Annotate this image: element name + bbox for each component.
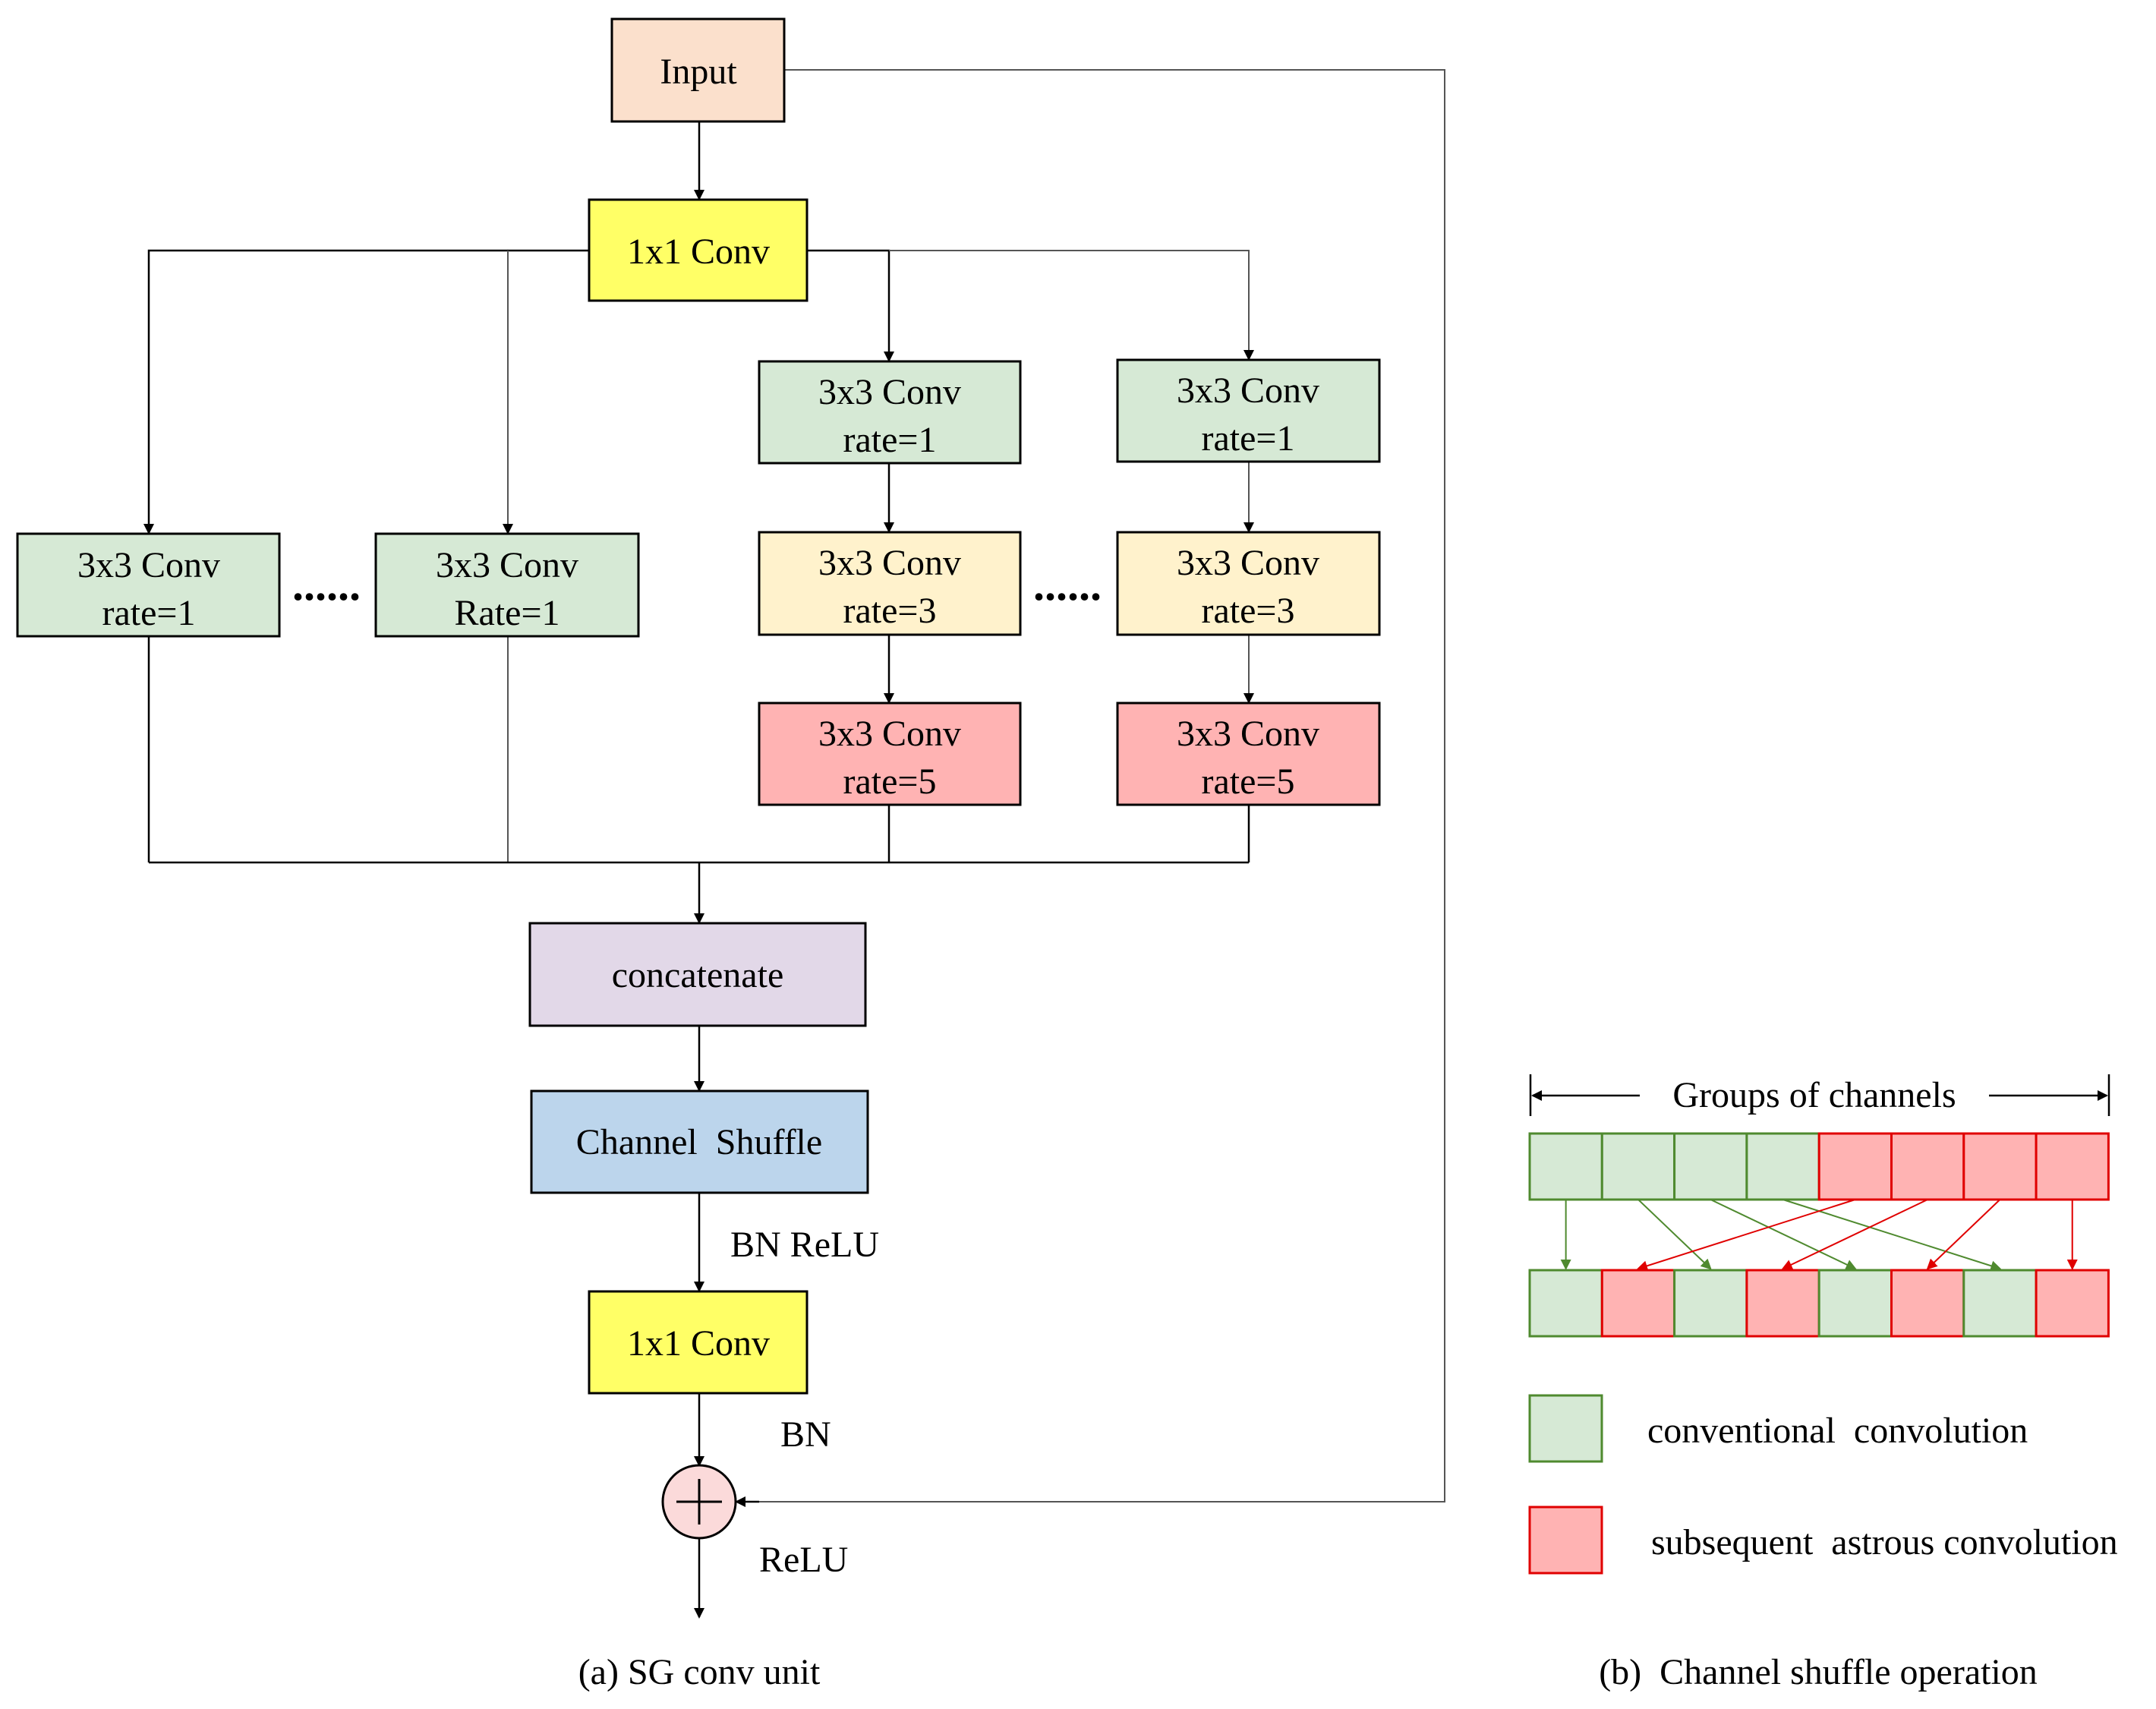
right-branch-2-rate5-label: 3x3 Conv	[1177, 714, 1319, 754]
right-branch-1-rate1-value: rate=1	[843, 420, 937, 460]
left-ellipsis: ......	[292, 560, 361, 610]
right-branch-2-rate1-box	[1116, 358, 1381, 463]
conv1x1-top-node: 1x1 Conv	[588, 198, 808, 302]
top-row-cell-3	[1673, 1132, 1748, 1201]
right-branch-2-rate1-value: rate=1	[1202, 418, 1295, 459]
shuffle-arrow-6	[1781, 1199, 1928, 1270]
right-branch-1-rate5-box	[758, 702, 1022, 806]
channel-shuffle-label: Channel Shuffle	[576, 1122, 822, 1162]
bn-relu-label: BN ReLU	[730, 1225, 879, 1265]
channel-shuffle-node: Channel Shuffle	[530, 1089, 869, 1194]
conv1x1-bottom-label: 1x1 Conv	[627, 1323, 770, 1364]
right-branch-1-rate5-label: 3x3 Conv	[818, 714, 961, 754]
arrow-to-left-branch-1	[143, 249, 589, 534]
top-row-cell-6	[1890, 1132, 1965, 1201]
shuffle-arrow-3	[1710, 1199, 1857, 1270]
shuffle-arrow-2	[1637, 1199, 1712, 1270]
panel-b: Groups of channels conventional convolut…	[1528, 1074, 2118, 1692]
left-branch-1-box	[16, 532, 281, 638]
top-row-cell-4	[1745, 1132, 1820, 1201]
left-branch-2-box	[374, 532, 640, 638]
left-branch-2-rate: Rate=1	[454, 593, 559, 633]
panel-a-connectors	[143, 69, 1445, 1619]
right-branch-2-rate3-box	[1116, 531, 1381, 636]
left-branch-1: 3x3 Conv rate=1	[16, 532, 281, 638]
concatenate-node: concatenate	[528, 922, 867, 1027]
right-branch-2: 3x3 Conv rate=1 3x3 Conv rate=3 3x3 Conv…	[1116, 358, 1381, 806]
right-branch-1-rate3-box	[758, 531, 1022, 636]
top-row-cell-5	[1817, 1132, 1893, 1201]
arrow-to-right-branch-2	[889, 250, 1254, 361]
top-row-cell-1	[1528, 1132, 1603, 1201]
right-branch-1-rate5-value: rate=5	[843, 761, 937, 802]
right-branch-1: 3x3 Conv rate=1 3x3 Conv rate=3 3x3 Conv…	[758, 360, 1022, 806]
bottom-row-cell-2	[1600, 1269, 1676, 1338]
right-branch-2-rate5-value: rate=5	[1202, 761, 1295, 802]
right-branch-2-rate3-label: 3x3 Conv	[1177, 543, 1319, 583]
right-ellipsis: ......	[1033, 560, 1102, 610]
top-row-cell-2	[1600, 1132, 1676, 1201]
legend-green-label: conventional convolution	[1647, 1411, 2028, 1451]
conv1x1-bottom-box	[588, 1290, 808, 1395]
right-branch-2-rate3-value: rate=3	[1202, 591, 1295, 631]
right-branch-1-rate1-label: 3x3 Conv	[818, 372, 961, 412]
bottom-row-cell-1	[1528, 1269, 1603, 1338]
bottom-row-cell-5	[1817, 1269, 1893, 1338]
channel-groups-bottom-row	[1528, 1269, 2110, 1338]
legend-green-swatch	[1528, 1394, 1603, 1463]
left-branch-2: 3x3 Conv Rate=1	[374, 532, 640, 638]
bottom-row-cell-7	[1962, 1269, 2038, 1338]
groups-label: Groups of channels	[1672, 1075, 1956, 1115]
input-node: Input	[610, 17, 786, 123]
concatenate-label: concatenate	[612, 955, 784, 995]
legend-red-swatch	[1528, 1506, 1603, 1575]
legend-red-label: subsequent astrous convolution	[1651, 1522, 2118, 1562]
top-row-cell-7	[1962, 1132, 2038, 1201]
channel-groups-top-row	[1528, 1132, 2110, 1201]
conv1x1-bottom-node: 1x1 Conv	[588, 1290, 808, 1395]
shuffle-arrow-4	[1782, 1199, 2002, 1272]
add-node	[661, 1464, 737, 1540]
bottom-row-cell-4	[1745, 1269, 1820, 1338]
caption-b: (b) Channel shuffle operation	[1599, 1652, 2038, 1692]
shuffle-arrows	[1560, 1199, 2078, 1272]
right-branch-1-rate3-label: 3x3 Conv	[818, 543, 961, 583]
conv1x1-top-label: 1x1 Conv	[627, 232, 770, 272]
arrow-to-right-branch-1	[807, 249, 894, 362]
right-branch-1-rate1-box	[758, 360, 1022, 465]
conv1x1-top-box	[588, 198, 808, 302]
caption-a: (a) SG conv unit	[578, 1652, 821, 1692]
left-branch-1-label: 3x3 Conv	[77, 545, 220, 585]
concatenate-box	[528, 922, 867, 1027]
residual-skip-line	[736, 69, 1445, 1502]
bn-label: BN	[780, 1414, 831, 1455]
bottom-row-cell-3	[1673, 1269, 1748, 1338]
channel-shuffle-box	[530, 1089, 869, 1194]
shuffle-arrow-7	[1926, 1199, 2001, 1270]
shuffle-arrow-5	[1637, 1199, 1856, 1272]
right-branch-1-rate3-value: rate=3	[843, 591, 937, 631]
left-branch-2-label: 3x3 Conv	[436, 545, 578, 585]
relu-label: ReLU	[759, 1540, 848, 1580]
input-label: Input	[660, 52, 737, 92]
right-branch-2-rate5-box	[1116, 702, 1381, 806]
top-row-cell-8	[2035, 1132, 2110, 1201]
bottom-row-cell-8	[2035, 1269, 2110, 1338]
left-branch-1-rate: rate=1	[102, 593, 196, 633]
right-branch-2-rate1-label: 3x3 Conv	[1177, 370, 1319, 411]
input-box	[610, 17, 786, 123]
bottom-row-cell-6	[1890, 1269, 1965, 1338]
